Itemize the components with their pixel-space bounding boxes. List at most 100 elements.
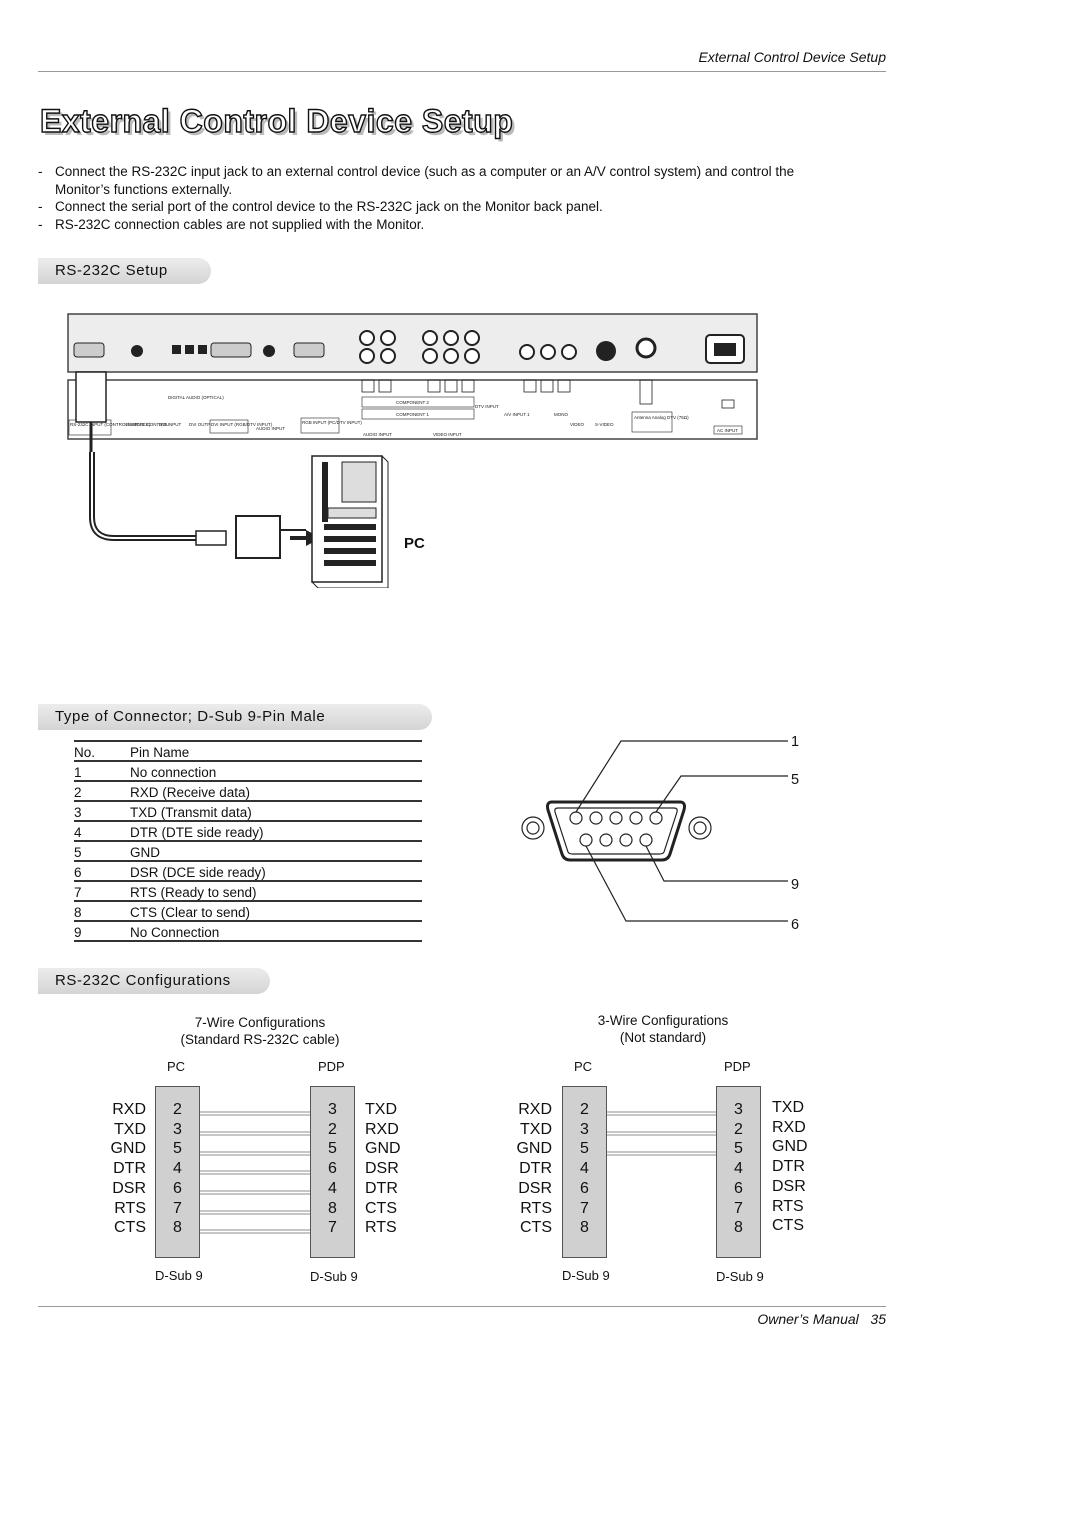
side-label-pc: PC bbox=[167, 1059, 186, 1074]
svg-text:RS-232C INPUT (CONTROL/SERVICE: RS-232C INPUT (CONTROL/SERVICE) bbox=[70, 422, 151, 427]
pin-name: No Connection bbox=[130, 921, 422, 942]
side-label-pdp: PDP bbox=[724, 1059, 751, 1074]
callout-label: 6 bbox=[791, 917, 799, 933]
svg-text:VIDEO: VIDEO bbox=[570, 422, 585, 427]
right-pin-box bbox=[716, 1086, 761, 1258]
svg-text:AUDIO INPUT: AUDIO INPUT bbox=[256, 426, 285, 431]
side-label-pdp: PDP bbox=[318, 1059, 345, 1074]
running-header: External Control Device Setup bbox=[698, 49, 886, 65]
three-wire-title: 3-Wire Configurations bbox=[597, 1013, 729, 1028]
right-signal-list: TXD RXD GND DSR DTR CTS RTS bbox=[365, 1101, 401, 1237]
column-header-name: Pin Name bbox=[130, 740, 422, 762]
right-pin-list: 3 2 5 4 6 7 8 bbox=[734, 1101, 743, 1237]
panel-jack-labels: RS-232C INPUT (CONTROL/SERVICE) REMOTE C… bbox=[68, 395, 743, 437]
three-wire-subtitle: (Not standard) bbox=[619, 1030, 707, 1045]
right-pin-list: 3 2 5 6 4 8 7 bbox=[328, 1101, 337, 1237]
right-signal-list: TXD RXD GND DTR DSR RTS CTS bbox=[772, 1099, 808, 1235]
svg-text:COMPONENT 1: COMPONENT 1 bbox=[396, 412, 429, 417]
svg-text:DIGITAL AUDIO (OPTICAL): DIGITAL AUDIO (OPTICAL) bbox=[168, 395, 224, 400]
footer-rule bbox=[38, 1306, 886, 1307]
section-heading-connector: Type of Connector; D-Sub 9-Pin Male bbox=[38, 704, 432, 730]
left-pin-box bbox=[155, 1086, 200, 1258]
three-wire-lines bbox=[607, 1111, 716, 1156]
svg-text:A/V INPUT 1: A/V INPUT 1 bbox=[504, 412, 530, 417]
seven-wire-lines bbox=[200, 1111, 310, 1234]
pin-name: RXD (Receive data) bbox=[130, 781, 422, 802]
svg-text:S-VIDEO: S-VIDEO bbox=[595, 422, 614, 427]
pin-number: 2 bbox=[74, 781, 130, 802]
callout-label: 5 bbox=[791, 772, 799, 788]
column-header-no: No. bbox=[74, 740, 130, 762]
pin-name: DTR (DTE side ready) bbox=[130, 821, 422, 842]
pin-number: 7 bbox=[74, 881, 130, 902]
pin-number: 9 bbox=[74, 921, 130, 942]
page-footer: Owner’s Manual 35 bbox=[640, 1311, 886, 1327]
pin-number: 8 bbox=[74, 901, 130, 922]
seven-wire-title: 7-Wire Configurations bbox=[194, 1015, 326, 1030]
callout-label: 1 bbox=[791, 734, 799, 750]
manual-title: Owner’s Manual bbox=[757, 1311, 859, 1327]
svg-text:DVI INPUT: DVI INPUT bbox=[159, 422, 182, 427]
intro-list: Connect the RS-232C input jack to an ext… bbox=[38, 163, 798, 233]
dsub9-diagram: 1 5 9 6 bbox=[521, 734, 799, 933]
connector-label: D-Sub 9 bbox=[310, 1269, 358, 1284]
pin-number: 5 bbox=[74, 841, 130, 862]
connector-label: D-Sub 9 bbox=[562, 1268, 610, 1283]
svg-text:DVI INPUT (RGB/DTV INPUT): DVI INPUT (RGB/DTV INPUT) bbox=[211, 422, 273, 427]
right-pin-box bbox=[310, 1086, 355, 1258]
pin-callouts: 1 5 9 6 bbox=[791, 734, 799, 933]
svg-text:RGB INPUT (PC/DTV INPUT): RGB INPUT (PC/DTV INPUT) bbox=[302, 420, 362, 425]
header-rule bbox=[38, 71, 886, 72]
svg-text:DTV INPUT: DTV INPUT bbox=[475, 404, 499, 409]
svg-text:MONO: MONO bbox=[554, 412, 568, 417]
upper-port-row bbox=[73, 330, 745, 364]
intro-item: Connect the RS-232C input jack to an ext… bbox=[38, 163, 798, 198]
connector-label: D-Sub 9 bbox=[155, 1268, 203, 1283]
page-title: External Control Device Setup bbox=[39, 102, 514, 139]
page-number: 35 bbox=[870, 1311, 886, 1327]
pin-number: 4 bbox=[74, 821, 130, 842]
connector-label: D-Sub 9 bbox=[716, 1269, 764, 1284]
side-label-pc: PC bbox=[574, 1059, 593, 1074]
intro-item: RS-232C connection cables are not suppli… bbox=[38, 216, 798, 234]
section-heading-setup: RS-232C Setup bbox=[38, 258, 211, 284]
pin-number: 6 bbox=[74, 861, 130, 882]
pin-number: 1 bbox=[74, 761, 130, 782]
left-pin-box bbox=[562, 1086, 607, 1258]
svg-text:DVI OUTPUT: DVI OUTPUT bbox=[189, 422, 217, 427]
pin-number: 3 bbox=[74, 801, 130, 822]
svg-text:REMOTE CONTROL: REMOTE CONTROL bbox=[126, 422, 169, 427]
svg-text:Antenna Analog DTV (75Ω): Antenna Analog DTV (75Ω) bbox=[634, 415, 689, 420]
left-pin-list: 2 3 5 4 6 7 8 bbox=[580, 1101, 589, 1237]
pin-name: RTS (Ready to send) bbox=[130, 881, 422, 902]
section-heading-configurations: RS-232C Configurations bbox=[38, 968, 270, 994]
pc-label: PC bbox=[404, 535, 425, 552]
svg-text:AUDIO INPUT: AUDIO INPUT bbox=[363, 432, 392, 437]
table-header-row: No. Pin Name bbox=[74, 740, 422, 762]
pin-name: GND bbox=[130, 841, 422, 862]
pin-name: No connection bbox=[130, 761, 422, 782]
left-signal-list: RXD TXD GND DTR DSR RTS CTS bbox=[516, 1101, 552, 1237]
pin-name: CTS (Clear to send) bbox=[130, 901, 422, 922]
svg-text:COMPONENT 2: COMPONENT 2 bbox=[396, 400, 429, 405]
pin-name: TXD (Transmit data) bbox=[130, 801, 422, 822]
back-panel-diagram: RS-232C INPUT (CONTROL/SERVICE) REMOTE C… bbox=[67, 313, 758, 588]
left-pin-list: 2 3 5 4 6 7 8 bbox=[173, 1101, 182, 1237]
svg-text:VIDEO INPUT: VIDEO INPUT bbox=[433, 432, 462, 437]
svg-text:AC INPUT: AC INPUT bbox=[717, 428, 738, 433]
seven-wire-subtitle: (Standard RS-232C cable) bbox=[180, 1032, 340, 1047]
callout-label: 9 bbox=[791, 877, 799, 893]
left-signal-list: RXD TXD GND DTR DSR RTS CTS bbox=[110, 1101, 146, 1237]
intro-item: Connect the serial port of the control d… bbox=[38, 198, 798, 216]
pin-name: DSR (DCE side ready) bbox=[130, 861, 422, 882]
